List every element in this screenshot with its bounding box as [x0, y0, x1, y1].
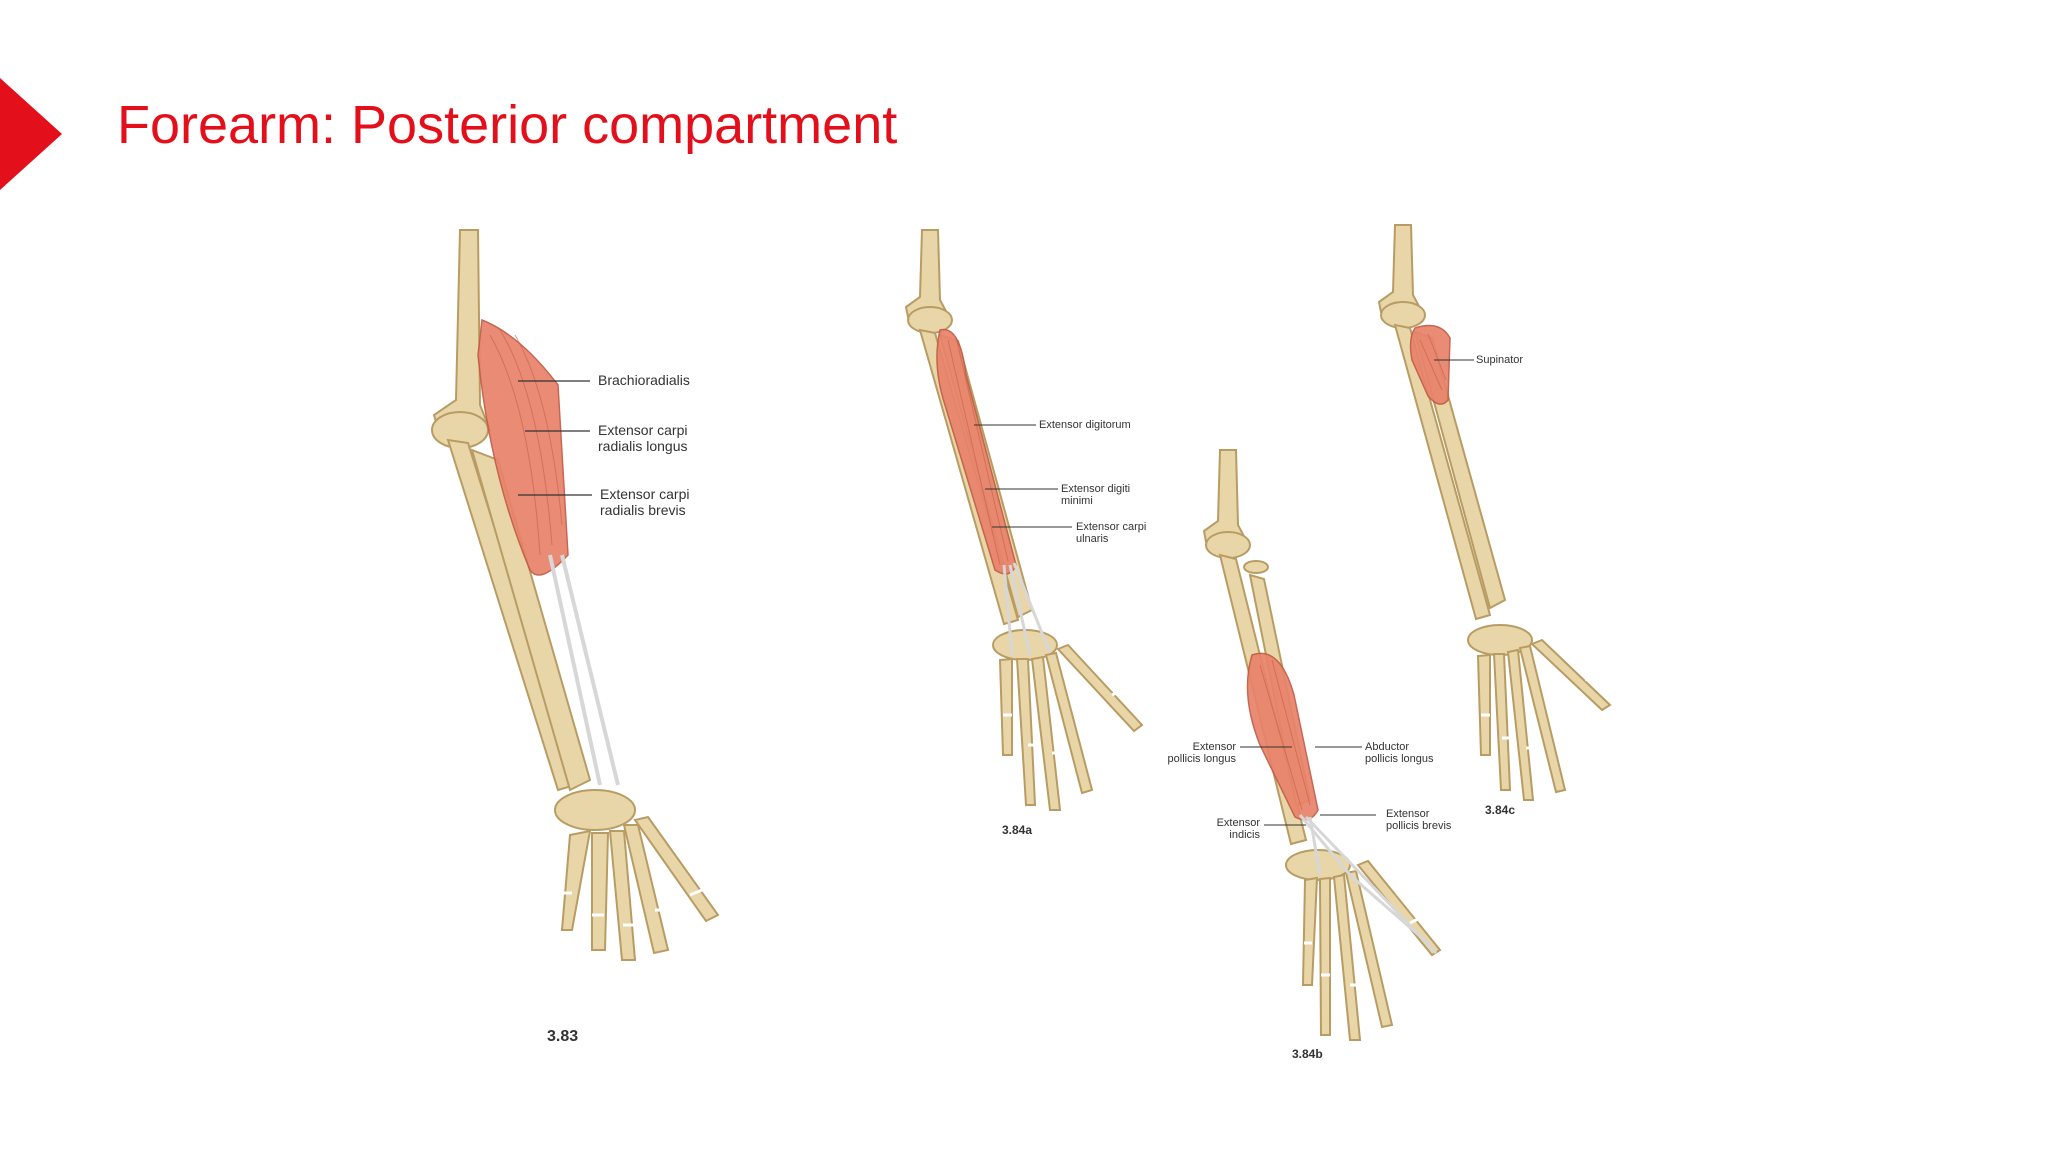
forearm-illustration-3-84c	[1377, 224, 1612, 801]
figure-number-3-84a: 3.84a	[1002, 823, 1033, 837]
label-extensor-indicis: Extensor indicis	[1216, 817, 1260, 842]
label-extensor-pollicis-brevis: Extensor pollicis brevis	[1386, 808, 1452, 833]
label-extensor-digitorum: Extensor digitorum	[1039, 419, 1131, 431]
red-triangle-marker-icon	[0, 78, 62, 190]
forearm-illustration-3-83	[431, 229, 720, 961]
forearm-illustration-3-84a	[904, 229, 1144, 811]
figure-number-3-83: 3.83	[547, 1028, 579, 1045]
forearm-illustration-3-84b	[1202, 449, 1442, 1041]
figure-number-3-84b: 3.84b	[1292, 1047, 1323, 1061]
label-extensor-carpi-ulnaris: Extensor carpi ulnaris	[1076, 521, 1147, 546]
label-extensor-carpi-radialis-brevis: Extensor carpi radialis brevis	[600, 486, 690, 518]
label-supinator: Supinator	[1476, 354, 1524, 366]
label-extensor-digiti-minimi: Extensor digiti minimi	[1061, 483, 1131, 508]
figure-3-84a: Extensor digitorum Extensor digiti minim…	[900, 225, 1160, 845]
label-abductor-pollicis-longus: Abductor pollicis longus	[1365, 741, 1434, 766]
figure-3-83: Brachioradialis Extensor carpi radialis …	[420, 225, 740, 1065]
figure-3-84c: Supinator 3.84c	[1370, 220, 1630, 820]
label-brachioradialis: Brachioradialis	[598, 372, 690, 388]
label-extensor-pollicis-longus: Extensor pollicis longus	[1167, 741, 1236, 766]
label-extensor-carpi-radialis-longus: Extensor carpi radialis longus	[598, 422, 688, 454]
figure-3-84b: Extensor pollicis longus Abductor pollic…	[1160, 445, 1480, 1065]
figure-number-3-84c: 3.84c	[1485, 803, 1516, 817]
slide-title: Forearm: Posterior compartment	[117, 95, 898, 155]
